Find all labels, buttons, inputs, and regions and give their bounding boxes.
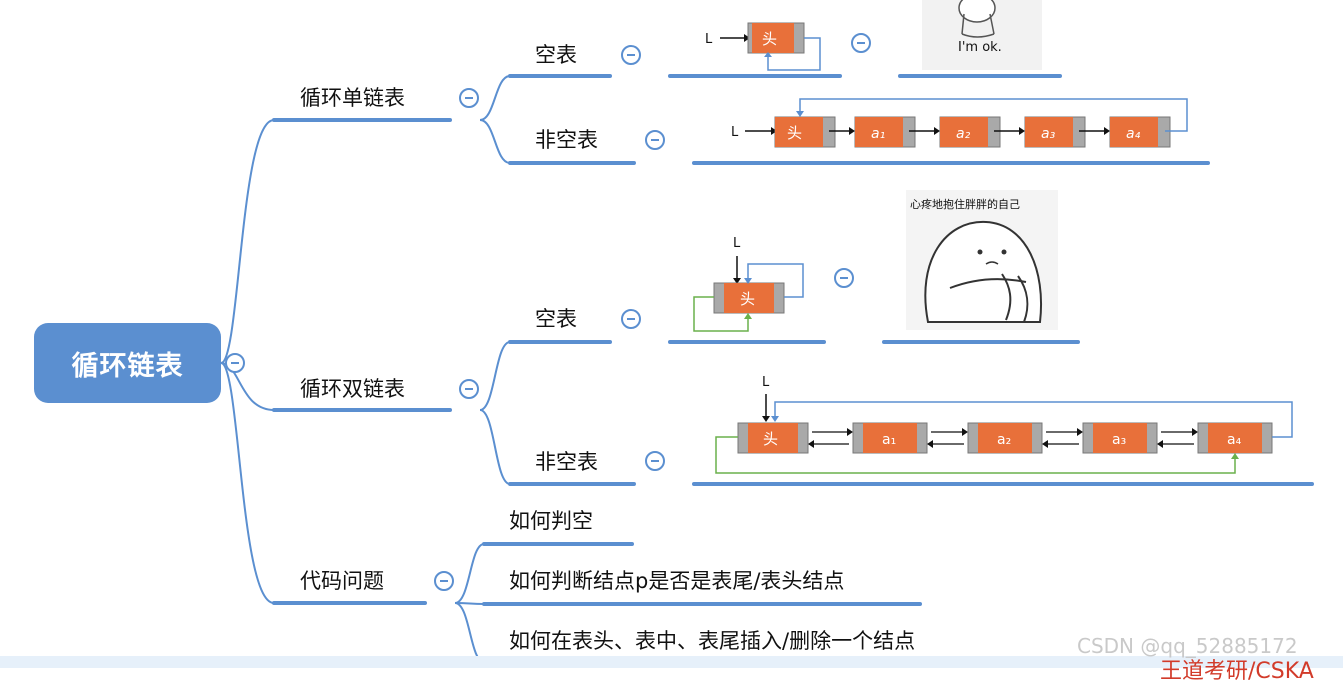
node-label: a₃: [1041, 126, 1056, 142]
double-empty-collapse-icon[interactable]: [621, 309, 641, 329]
svg-text:头: 头: [762, 30, 777, 48]
double-list-node: a₁: [808, 422, 928, 454]
single-nonempty-diagram: L 头 a₁ a₂ a₃ a₄: [731, 98, 1188, 148]
head-node: [724, 283, 774, 313]
node-label: a₄: [1227, 432, 1242, 448]
svg-text:L: L: [762, 375, 770, 390]
node-label: a₂: [997, 432, 1011, 448]
branch-single-label[interactable]: 循环单链表: [300, 86, 405, 110]
meme-ok-image: I'm ok.: [922, 0, 1042, 70]
svg-text:头: 头: [787, 124, 802, 142]
node-label: a₁: [871, 126, 885, 142]
single-collapse-icon[interactable]: [459, 88, 479, 108]
head-node: [752, 23, 794, 53]
single-list-node: a₃: [994, 116, 1086, 148]
svg-text:L: L: [733, 236, 741, 251]
single-empty-label[interactable]: 空表: [535, 43, 577, 67]
double-list-node: a₃: [1042, 422, 1158, 454]
single-nonempty-collapse-icon[interactable]: [645, 130, 665, 150]
double-list-node: a₄: [1157, 422, 1273, 454]
watermark: CSDN @qq_52885172: [1077, 634, 1298, 658]
double-empty-sub-collapse-icon[interactable]: [834, 268, 854, 288]
code-question-2[interactable]: 如何判断结点p是否是表尾/表头结点: [509, 569, 845, 593]
node-label: a₄: [1126, 126, 1141, 142]
single-empty-diagram: L 头: [705, 22, 821, 71]
head-node: [775, 117, 823, 147]
hug-caption: 心疼地抱住胖胖的自己: [910, 198, 1020, 211]
single-list-node: a₂: [909, 116, 1001, 148]
double-nonempty-diagram: L 头 a₁ a₂ a₃ a₄: [715, 375, 1293, 474]
node-label: a₂: [956, 126, 971, 142]
bottom-decorative-strip: [0, 656, 1343, 668]
node-label: a₁: [882, 432, 896, 448]
root-collapse-icon[interactable]: [225, 353, 245, 373]
double-nonempty-collapse-icon[interactable]: [645, 451, 665, 471]
single-empty-sub-collapse-icon[interactable]: [851, 33, 871, 53]
pointer-label: L: [705, 32, 713, 47]
mindmap-connectors: L 头 L 头 a₁ a₂ a₃ a₄ L 头 L: [220, 22, 1314, 664]
svg-text:L: L: [731, 125, 739, 140]
head-node: [748, 423, 798, 453]
code-question-1[interactable]: 如何判空: [509, 509, 593, 533]
node-label: a₃: [1112, 432, 1126, 448]
single-list-node: a₁: [829, 116, 916, 148]
svg-text:头: 头: [740, 290, 755, 308]
root-node[interactable]: 循环链表: [34, 323, 221, 403]
code-question-3[interactable]: 如何在表头、表中、表尾插入/删除一个结点: [509, 629, 916, 653]
stick-figure-icon: [958, 0, 996, 38]
double-empty-label[interactable]: 空表: [535, 307, 577, 331]
single-list-node: a₄: [1079, 116, 1171, 148]
code-collapse-icon[interactable]: [434, 571, 454, 591]
single-nonempty-label[interactable]: 非空表: [535, 128, 598, 152]
double-empty-diagram: L 头: [693, 236, 804, 332]
branch-double-label[interactable]: 循环双链表: [300, 377, 405, 401]
branch-code-label[interactable]: 代码问题: [300, 569, 384, 593]
single-empty-collapse-icon[interactable]: [621, 45, 641, 65]
double-nonempty-label[interactable]: 非空表: [535, 450, 598, 474]
svg-text:头: 头: [763, 430, 778, 448]
ok-caption: I'm ok.: [958, 40, 1002, 55]
double-list-node: a₂: [927, 422, 1043, 454]
corner-brand-text: 王道考研/CSKA: [1160, 659, 1314, 684]
meme-hug-image: 心疼地抱住胖胖的自己: [906, 190, 1058, 330]
hugging-blob-icon: [924, 220, 1042, 323]
double-collapse-icon[interactable]: [459, 379, 479, 399]
